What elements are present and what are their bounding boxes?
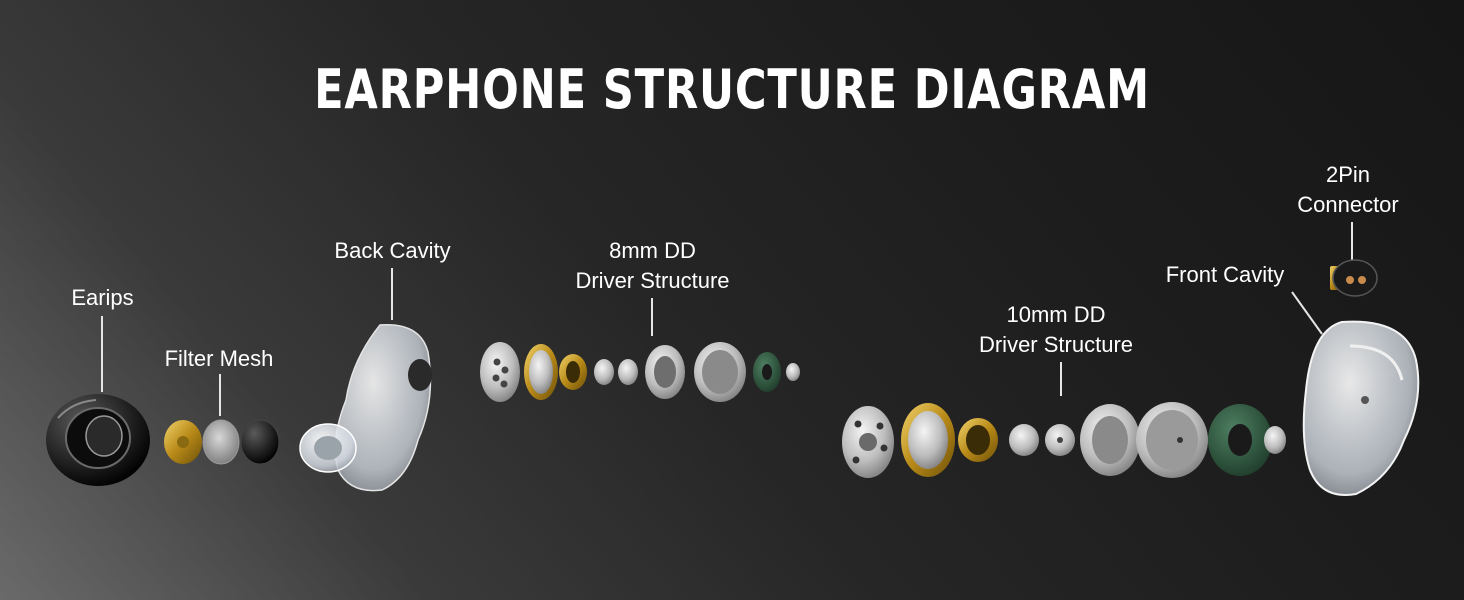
label-front-cavity-text: Front Cavity — [1165, 262, 1285, 287]
label-8mm-driver-line2: Driver Structure — [575, 268, 730, 293]
label-8mm-driver-line1: 8mm DD — [609, 238, 696, 263]
diagram-title: EARPHONE STRUCTURE DIAGRAM — [314, 58, 1150, 121]
filter-mesh-part — [164, 419, 280, 465]
label-eartips-text: Earips — [71, 285, 134, 310]
label-eartips: Earips — [55, 283, 150, 313]
label-filter-mesh: Filter Mesh — [150, 344, 288, 374]
driver-8mm-part — [480, 342, 800, 402]
label-2pin-connector-line2: Connector — [1297, 192, 1399, 217]
driver-10mm-part — [842, 402, 1286, 478]
label-10mm-driver: 10mm DD Driver Structure — [962, 300, 1150, 360]
leader-line-front-cavity — [1291, 291, 1323, 335]
front-cavity-part — [1302, 320, 1420, 496]
label-2pin-connector: 2Pin Connector — [1282, 160, 1414, 220]
label-8mm-driver: 8mm DD Driver Structure — [560, 236, 745, 296]
label-10mm-driver-line1: 10mm DD — [1006, 302, 1106, 327]
label-front-cavity: Front Cavity — [1150, 260, 1300, 290]
label-back-cavity: Back Cavity — [320, 236, 465, 266]
back-cavity-part — [299, 323, 432, 492]
label-filter-mesh-text: Filter Mesh — [164, 346, 274, 371]
label-back-cavity-text: Back Cavity — [334, 238, 451, 263]
label-2pin-connector-line1: 2Pin — [1325, 162, 1371, 187]
leader-lines — [101, 222, 1353, 416]
eartip-part — [46, 394, 150, 486]
label-10mm-driver-line2: Driver Structure — [978, 332, 1134, 357]
connector-2pin-part — [1330, 259, 1378, 297]
